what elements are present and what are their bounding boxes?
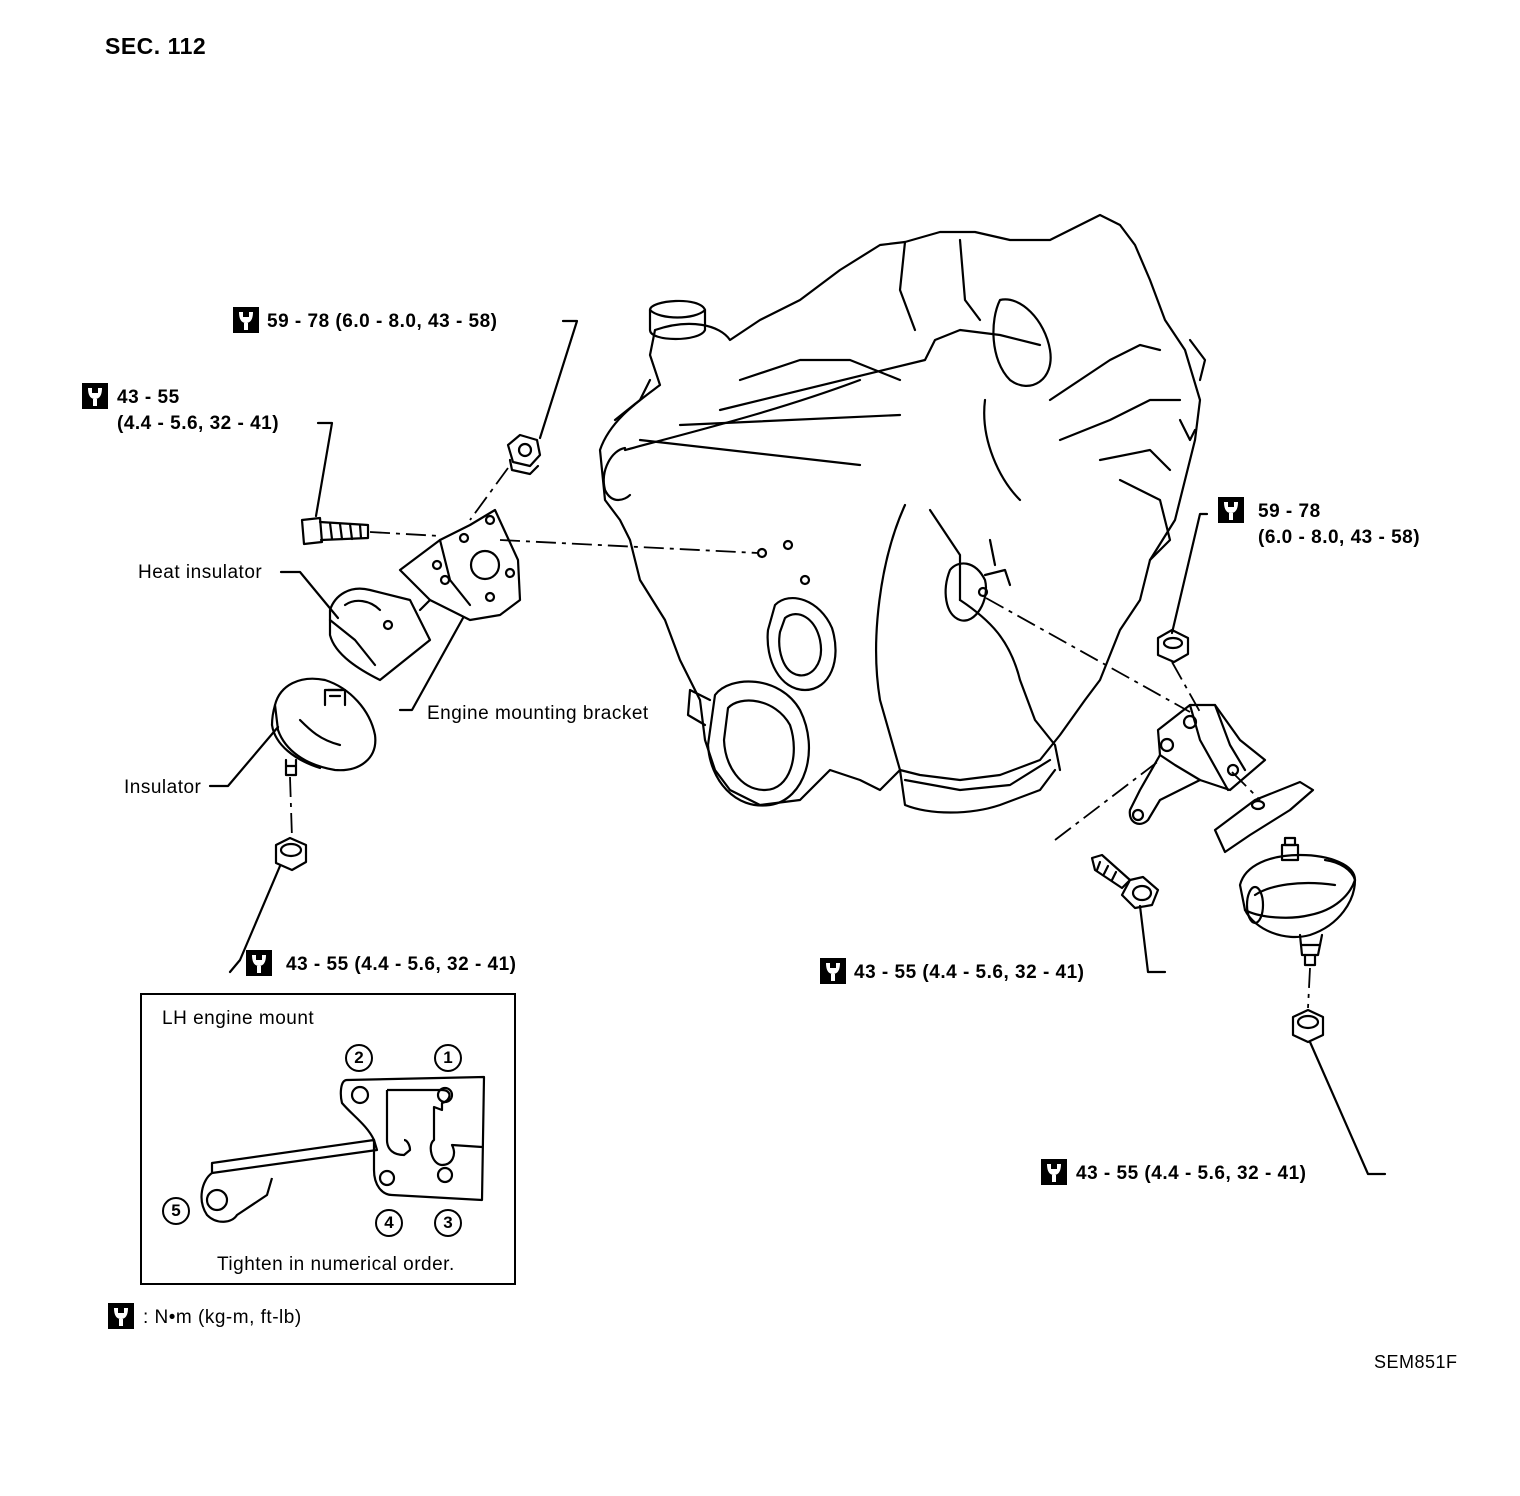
torque-wrench-icon [233,307,259,333]
right-bottom-nut [1291,1008,1325,1044]
torque-spec-right-top-line2: (6.0 - 8.0, 43 - 58) [1258,527,1421,548]
leader-lines [208,319,1387,1176]
torque-wrench-icon [1218,497,1244,523]
torque-wrench-icon [1041,1159,1067,1185]
torque-wrench-icon [108,1303,134,1329]
left-bolt [300,516,370,546]
right-heat-insulator [1213,780,1315,854]
left-engine-mounting-bracket [398,508,522,622]
right-top-nut [1156,628,1190,664]
lh-engine-mount-inset: LH engine mount 2 1 5 4 3 Tighten in num… [140,993,516,1285]
torque-wrench-icon [82,383,108,409]
torque-spec-right-bottom-nut: 43 - 55 (4.4 - 5.6, 32 - 41) [1076,1163,1307,1184]
tighten-order-2: 2 [345,1044,373,1072]
torque-spec-left-top-nut: 59 - 78 (6.0 - 8.0, 43 - 58) [267,311,498,332]
lh-bracket-drawing [200,1075,486,1223]
right-engine-mounting-bracket [1128,703,1267,825]
tighten-order-1: 1 [434,1044,462,1072]
torque-wrench-icon [246,950,272,976]
torque-spec-left-bolt-line1: 43 - 55 [117,387,180,408]
label-heat-insulator: Heat insulator [138,562,263,583]
torque-spec-left-bolt-line2: (4.4 - 5.6, 32 - 41) [117,413,280,434]
torque-wrench-icon [820,958,846,984]
label-insulator: Insulator [124,777,202,798]
left-top-nut [506,433,542,476]
label-engine-mounting-bracket: Engine mounting bracket [427,703,649,724]
figure-code: SEM851F [1374,1352,1458,1372]
tighten-order-5: 5 [162,1197,190,1225]
right-bolt [1090,853,1160,910]
inset-title: LH engine mount [162,1008,315,1029]
torque-spec-right-bolt: 43 - 55 (4.4 - 5.6, 32 - 41) [854,962,1085,983]
section-heading: SEC. 112 [105,33,207,59]
tighten-order-4: 4 [375,1209,403,1237]
tighten-order-3: 3 [434,1209,462,1237]
torque-spec-right-top-line1: 59 - 78 [1258,501,1321,522]
right-insulator [1238,836,1357,967]
left-insulator [270,677,377,777]
torque-spec-left-bottom-nut: 43 - 55 (4.4 - 5.6, 32 - 41) [286,954,517,975]
engine-block [598,213,1207,814]
left-bottom-nut [274,836,308,872]
inset-note: Tighten in numerical order. [217,1254,455,1275]
left-heat-insulator [328,587,432,682]
legend-unit-text: : N•m (kg-m, ft-lb) [143,1307,302,1328]
